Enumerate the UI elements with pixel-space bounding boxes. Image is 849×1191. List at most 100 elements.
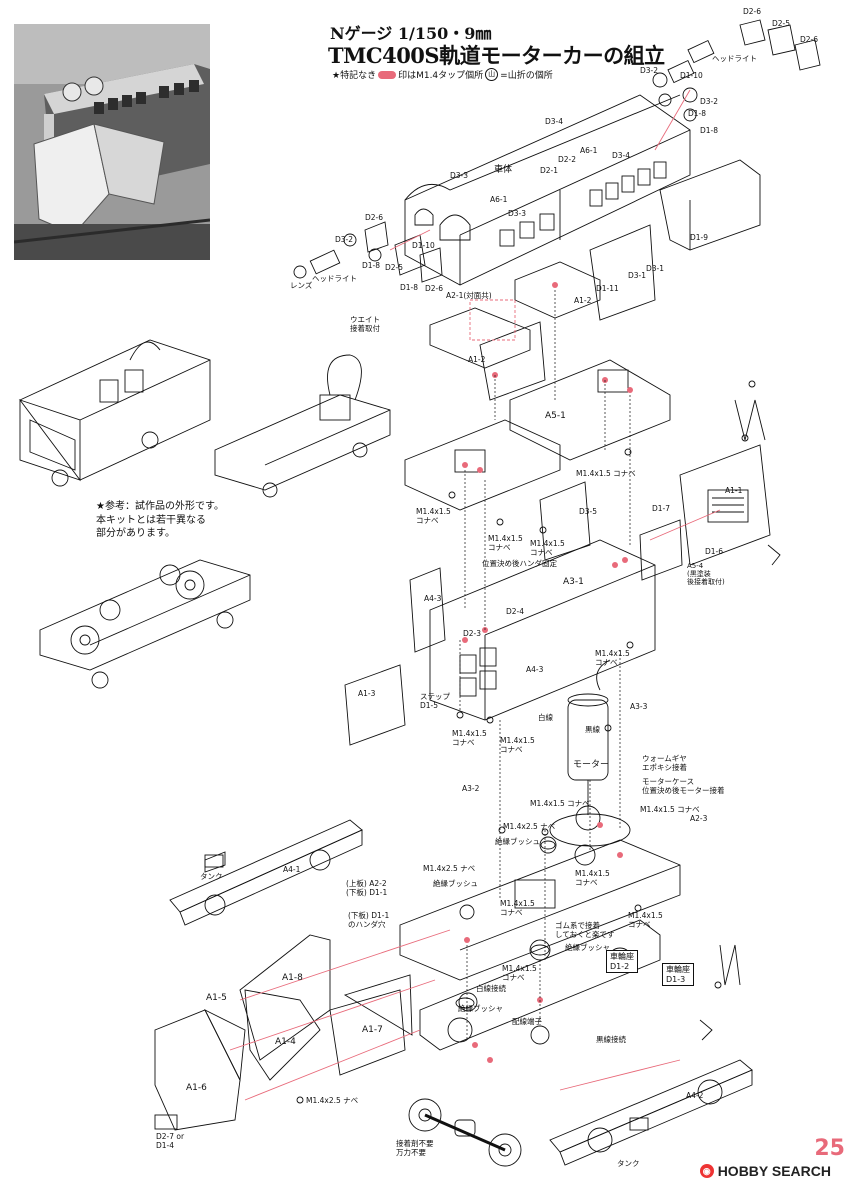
label-d3-1-a: D3-1 (628, 271, 647, 280)
label-worm-gear: ウォームギヤ エポキシ接着 (642, 754, 687, 772)
label-d3-3-b: D3-3 (508, 209, 527, 218)
label-d1-9: D1-9 (690, 233, 709, 242)
label-a1-4: A1-4 (275, 1037, 296, 1047)
label-d3-2-a: D3-2 (640, 66, 659, 75)
label-a1-7: A1-7 (362, 1025, 383, 1035)
legend-suffix: =山折の個所 (500, 71, 553, 81)
label-a3-3: A3-3 (630, 702, 648, 711)
label-d3-5: D3-5 (579, 507, 598, 516)
label-a1-5: A1-5 (206, 993, 227, 1003)
leader-lines (459, 290, 631, 1040)
label-a1-2-b: A1-2 (468, 355, 486, 364)
legend-note: ★特記なき 印はM1.4タップ個所 山 =山折の個所 (332, 68, 553, 81)
bushings (204, 840, 741, 1041)
label-wheel-base-a: 車輪座 D1-2 (606, 950, 638, 974)
label-lower-plate-hole: (下板) D1-1 のハンダ穴 (348, 911, 390, 929)
body-shell (404, 94, 761, 286)
label-a6-1-b: A6-1 (490, 195, 508, 204)
header-gauge: Nゲージ 1/150・9㎜ (330, 24, 492, 43)
label-a4-2: A4-2 (686, 1091, 704, 1100)
motor-assembly (549, 659, 631, 847)
label-d3-2-b: D3-2 (700, 97, 719, 106)
label-step: ステップ D1-5 (420, 692, 450, 710)
prototype-photo (14, 24, 210, 260)
legend-prefix: ★特記なき (332, 71, 377, 81)
label-wiring-terminal: 配線端子 (512, 1017, 542, 1026)
label-d3-2-c: D3-2 (335, 235, 354, 244)
label-wheel-base-b: 車輪座 D1-3 (662, 963, 694, 987)
label-m14-koname-h: M1.4x1.5 コナベ (530, 799, 590, 808)
label-a2-3: A2-3 (690, 814, 708, 823)
fold-symbol-icon: 山 (485, 68, 499, 81)
label-white-connect: 白線接続 (476, 984, 506, 993)
headlight-parts-right (652, 19, 821, 122)
side-frame-right (549, 1059, 753, 1166)
label-d1-8-c: D1-8 (362, 261, 381, 270)
label-d1-10-b: D1-10 (412, 241, 435, 250)
sketch-assembled-body (18, 339, 211, 487)
label-d1-8-d: D1-8 (400, 283, 419, 292)
label-d2-6-c: D2-6 (365, 213, 384, 222)
reference-note: ★参考：試作品の外形です。 本キットとは若干異なる 部分があります。 (96, 501, 224, 539)
label-a5-1: A5-1 (545, 411, 566, 421)
label-m14-koname-c: M1.4x1.5 コナベ (488, 534, 523, 552)
headlight-parts-left (293, 221, 443, 283)
tap-markers (462, 282, 633, 1063)
label-d1-7: D1-7 (652, 504, 671, 513)
label-m14-koname-d: M1.4x1.5 コナベ (530, 539, 565, 557)
label-lens: レンズ (290, 281, 313, 290)
label-m14-koname-g: M1.4x1.5 コナベ (500, 736, 535, 754)
lower-chassis-plate (399, 836, 681, 981)
label-motor-case: モーターケース 位置決め後モーター接着 (642, 777, 725, 795)
label-m14-koname-k: M1.4x1.5 コナベ (500, 899, 535, 917)
label-a3-1: A3-1 (563, 577, 584, 587)
page-title: TMC400S軌道モーターカーの組立 (328, 43, 665, 68)
label-d2-6-a: D2-6 (743, 7, 762, 16)
label-m14-nabe-c: M1.4x2.5 ナベ (306, 1096, 359, 1105)
label-headlight-right: ヘッドライト (712, 54, 757, 63)
upper-plates (404, 359, 671, 511)
label-adhesive-no: 接着剤不要 万力不要 (396, 1139, 434, 1157)
label-m14-koname-j: M1.4x1.5 コナベ (575, 869, 610, 887)
label-a4-1: A4-1 (283, 865, 301, 874)
label-m14-koname-b: M1.4x1.5 コナベ (416, 507, 451, 525)
label-white-wire: 白線 (538, 713, 553, 722)
label-d1-8-b: D1-8 (700, 126, 719, 135)
page-number: 25 (814, 1136, 845, 1161)
label-solder-fix: 位置決め後ハンダ固定 (482, 559, 557, 568)
label-a1-2-a: A1-2 (574, 296, 592, 305)
label-a4-3-a: A4-3 (424, 594, 442, 603)
frame-brackets (429, 224, 656, 401)
label-a4-3-b: A4-3 (526, 665, 544, 674)
label-a5-4: A5-4 (黒塗装 後接着取付) (687, 562, 725, 587)
label-a1-6: A1-6 (186, 1083, 207, 1093)
label-m14-koname-e: M1.4x1.5 コナベ (595, 649, 630, 667)
label-d2-2: D2-2 (558, 155, 577, 164)
label-m14-nabe-b: M1.4x2.5 ナベ (423, 864, 476, 873)
prototype-photo-drawing (14, 24, 210, 260)
label-m14-koname-i: M1.4x1.5 コナベ (640, 805, 700, 814)
end-panel (639, 399, 781, 581)
label-insul-bush-b: 絶縁ブッシュ (433, 879, 478, 888)
label-weight: ウエイト 接着取付 (350, 315, 380, 333)
label-insul-bush-d: 絶縁ブッシャ (458, 1004, 503, 1013)
watermark-brand: HOBBY SEARCH (717, 1163, 831, 1179)
label-d1-8-a: D1-8 (688, 109, 707, 118)
snow-plow (154, 934, 413, 1131)
sketch-underframe (39, 559, 251, 689)
label-insul-bush-a: 絶縁ブッシュ (495, 837, 540, 846)
label-m14-koname-a: M1.4x1.5 コナベ (576, 469, 636, 478)
label-d2-6-d: D2-6 (425, 284, 444, 293)
label-d2-3: D2-3 (463, 629, 482, 638)
label-a1-3: A1-3 (358, 689, 376, 698)
wheel-axle (408, 1098, 522, 1167)
label-insul-bush-c: 絶縁ブッシャ (565, 943, 610, 952)
label-d3-1-b: D3-1 (646, 264, 665, 273)
label-a3-2: A3-2 (462, 784, 480, 793)
label-rubber-note: ゴム系で接着 しておくと楽です (555, 921, 615, 939)
label-d2-6-b: D2-6 (800, 35, 819, 44)
watermark: ◉ HOBBY SEARCH (699, 1163, 831, 1179)
label-upper-lower-plate: (上板) A2-2 (下板) D1-1 (346, 879, 388, 897)
label-d1-6: D1-6 (705, 547, 724, 556)
